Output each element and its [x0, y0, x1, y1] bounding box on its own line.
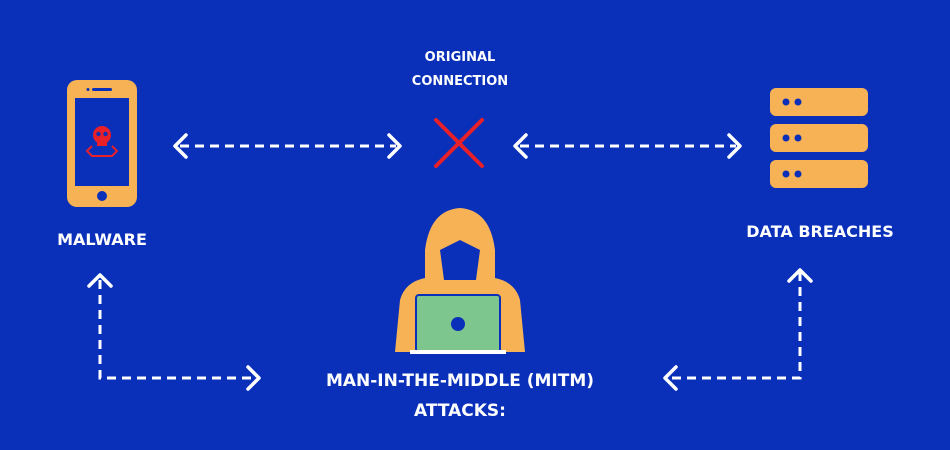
malware-label: MALWARE: [57, 230, 147, 249]
server-icon: [770, 88, 868, 188]
x-icon: [434, 118, 484, 168]
label-line: MAN-IN-THE-MIDDLE (MITM): [325, 371, 595, 391]
label-line: CONNECTION: [411, 74, 509, 89]
original-connection-label: ORIGINAL CONNECTION: [380, 46, 540, 94]
arrow-right-bottom: [670, 272, 802, 380]
arrow-left-bottom: [98, 280, 254, 380]
mitm-label: MAN-IN-THE-MIDDLE (MITM) ATTACKS:: [270, 366, 650, 426]
label-line: ATTACKS:: [414, 401, 506, 421]
phone-icon: [67, 80, 137, 207]
data-breaches-label: DATA BREACHES: [746, 222, 894, 241]
label-line: ORIGINAL: [424, 50, 496, 65]
hacker-icon: [395, 208, 525, 354]
